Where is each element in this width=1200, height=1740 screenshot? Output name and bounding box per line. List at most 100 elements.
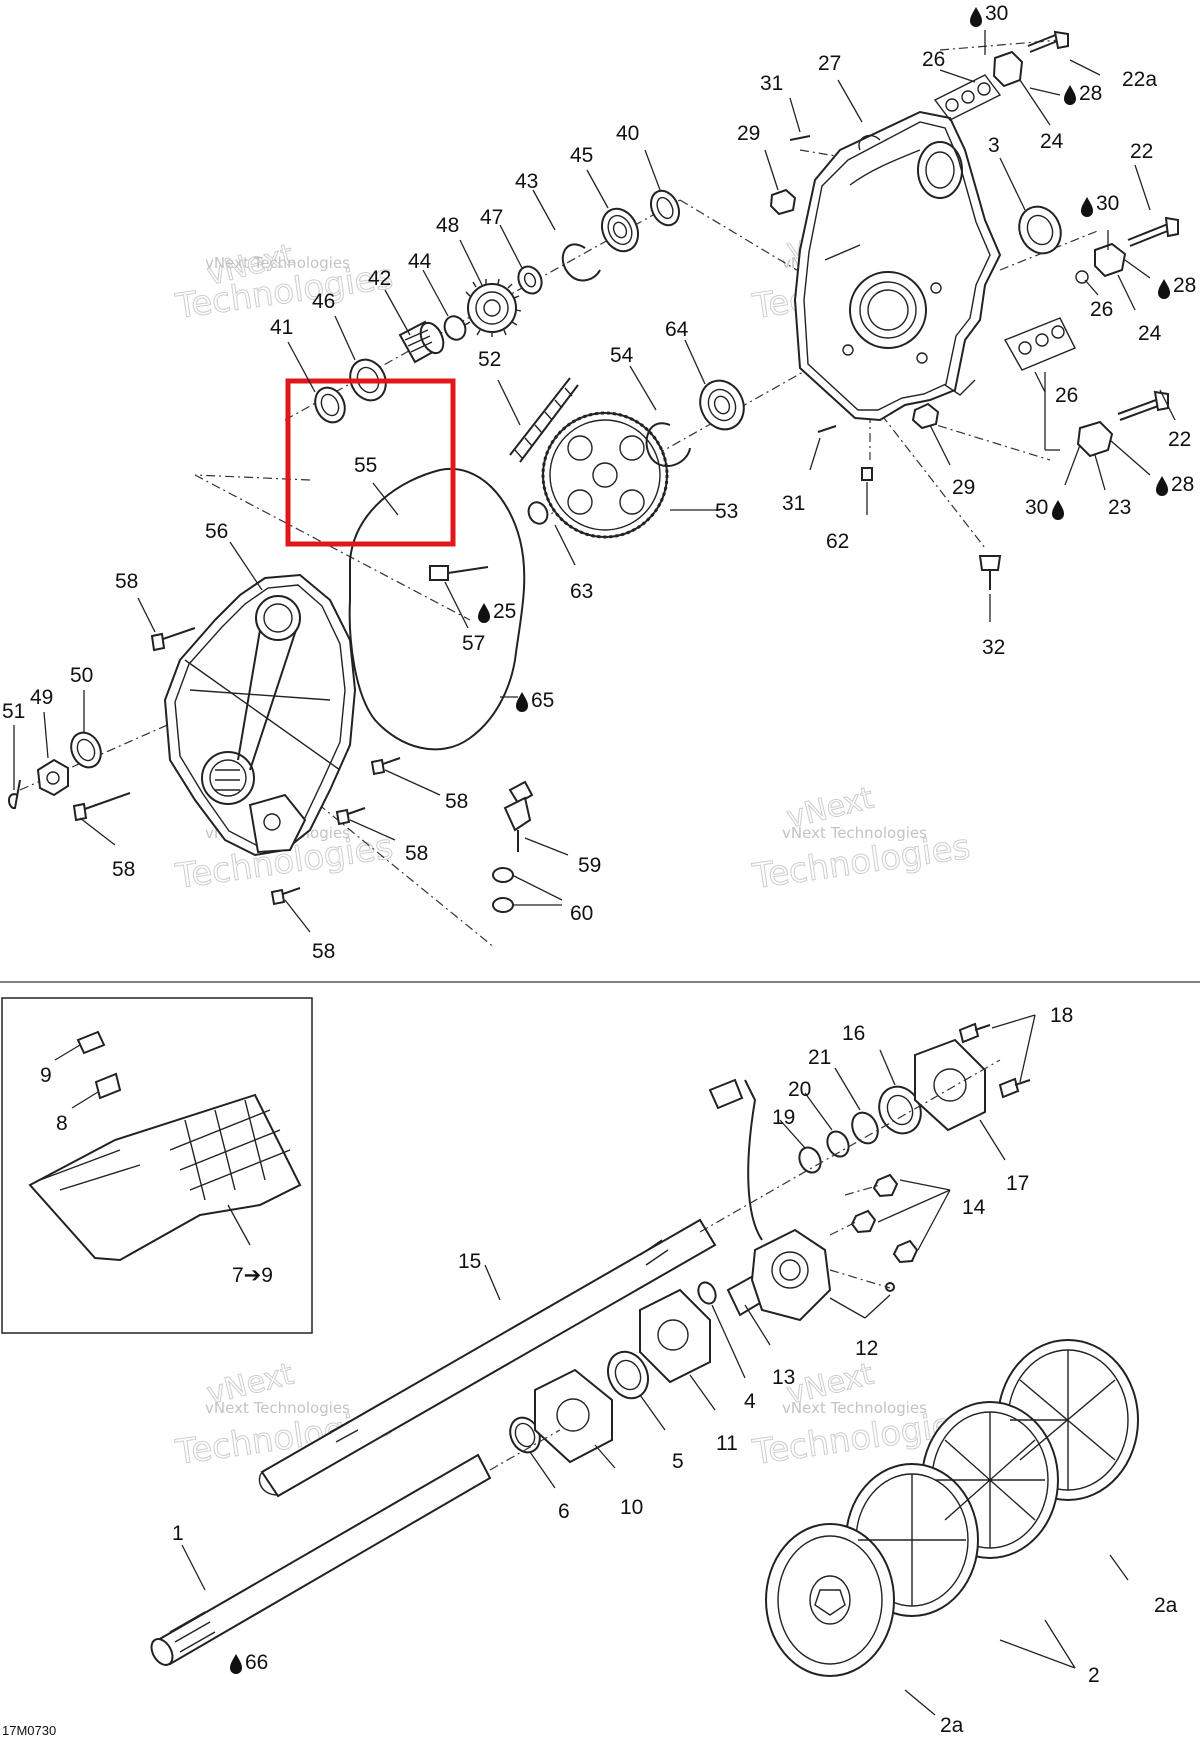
callout-56: 56 xyxy=(205,520,228,543)
callout-58: 58 xyxy=(405,842,428,865)
callout-58: 58 xyxy=(112,858,135,881)
callout-15: 15 xyxy=(458,1250,481,1273)
callout-25: 25 xyxy=(478,600,516,623)
gasket xyxy=(348,467,526,751)
callout-54: 54 xyxy=(610,344,634,367)
callout-48: 48 xyxy=(436,214,459,237)
callout-6: 6 xyxy=(558,1500,570,1523)
callout-58: 58 xyxy=(115,570,138,593)
chaincase-outer-housing xyxy=(793,110,1002,422)
callout-43: 43 xyxy=(515,170,538,193)
callout-2: 2 xyxy=(1088,1664,1100,1687)
callout-12: 12 xyxy=(855,1337,878,1360)
callout-22: 22 xyxy=(1130,140,1153,163)
shaft-components xyxy=(8,30,1179,913)
callout-46: 46 xyxy=(312,290,335,313)
callout-3: 3 xyxy=(988,134,1000,157)
callout-63: 63 xyxy=(570,580,593,603)
callout-51: 51 xyxy=(2,700,25,723)
watermark-text: vNext Technologies xyxy=(782,1399,927,1417)
callout-10: 10 xyxy=(620,1496,643,1519)
callout-9: 9 xyxy=(40,1064,52,1087)
callout-28: 28 xyxy=(1156,473,1194,496)
highlight-box xyxy=(285,378,456,547)
callout-55: 55 xyxy=(354,454,377,477)
leader-lines xyxy=(13,30,1176,1716)
callout-30: 30 xyxy=(1081,192,1119,217)
callout-20: 20 xyxy=(788,1078,811,1101)
callout-30: 30 xyxy=(970,2,1008,27)
drive-axle-components xyxy=(150,1022,1139,1677)
callout-40: 40 xyxy=(616,122,639,145)
callout-41: 41 xyxy=(270,316,293,339)
callout-26: 26 xyxy=(922,48,945,71)
callout-28: 28 xyxy=(1158,274,1196,299)
callout-53: 53 xyxy=(715,500,738,523)
svg-text:65: 65 xyxy=(531,689,554,712)
callout-42: 42 xyxy=(368,267,391,290)
callout-2a: 2a xyxy=(940,1714,964,1737)
callout-62: 62 xyxy=(826,530,849,553)
track-inset xyxy=(1,997,313,1334)
callout-21: 21 xyxy=(808,1046,831,1069)
callout-31: 31 xyxy=(760,72,783,95)
watermark-text: vNext Technologies xyxy=(205,254,350,272)
callout-50: 50 xyxy=(70,664,93,687)
callout-60: 60 xyxy=(570,902,593,925)
svg-text:28: 28 xyxy=(1079,82,1102,105)
callout-8: 8 xyxy=(56,1112,68,1135)
callout-17: 17 xyxy=(1006,1172,1029,1195)
assembly-centerlines-lower xyxy=(489,1059,1001,1471)
callout-19: 19 xyxy=(772,1106,795,1129)
callout-49: 49 xyxy=(30,686,53,709)
callout-24: 24 xyxy=(1138,322,1162,345)
callout-31: 31 xyxy=(782,492,805,515)
callout-24: 24 xyxy=(1040,130,1064,153)
callout-5: 5 xyxy=(672,1450,684,1473)
svg-text:28: 28 xyxy=(1171,473,1194,496)
callout-27: 27 xyxy=(818,52,841,75)
callout-4: 4 xyxy=(744,1390,756,1413)
callout-26: 26 xyxy=(1090,298,1113,321)
callout-29: 29 xyxy=(737,122,760,145)
callout-57: 57 xyxy=(462,632,485,655)
svg-text:30: 30 xyxy=(1025,496,1048,519)
svg-text:66: 66 xyxy=(245,1651,268,1674)
callout-30: 30 xyxy=(1025,496,1064,520)
callout-13: 13 xyxy=(772,1366,795,1389)
callout-18: 18 xyxy=(1050,1004,1073,1027)
svg-text:28: 28 xyxy=(1173,274,1196,297)
callout-65: 65 xyxy=(516,689,554,712)
callout-7to9: 7➔9 xyxy=(232,1264,273,1287)
callout-29: 29 xyxy=(952,476,975,499)
svg-text:30: 30 xyxy=(1096,192,1119,215)
callout-58: 58 xyxy=(312,940,335,963)
callout-2a: 2a xyxy=(1154,1594,1178,1617)
callout-1: 1 xyxy=(172,1522,184,1545)
callout-66: 66 xyxy=(230,1651,268,1674)
callout-32: 32 xyxy=(982,636,1005,659)
callout-59: 59 xyxy=(578,854,601,877)
callout-45: 45 xyxy=(570,144,593,167)
figure-code: 17M0730 xyxy=(2,1723,56,1738)
callout-22: 22 xyxy=(1168,428,1191,451)
callout-26: 26 xyxy=(1055,384,1078,407)
callout-14: 14 xyxy=(962,1196,986,1219)
chaincase-inner-cover xyxy=(163,573,357,857)
callout-23: 23 xyxy=(1108,496,1131,519)
callout-58: 58 xyxy=(445,790,468,813)
callout-44: 44 xyxy=(408,250,432,273)
watermark-text: vNext Technologies xyxy=(782,824,927,842)
callout-47: 47 xyxy=(480,206,503,229)
callout-64: 64 xyxy=(665,318,689,341)
svg-text:25: 25 xyxy=(493,600,516,623)
callout-22a: 22a xyxy=(1122,68,1157,91)
watermark-text: vNext Technologies xyxy=(205,1399,350,1417)
callout-11: 11 xyxy=(716,1432,738,1455)
svg-text:30: 30 xyxy=(985,2,1008,25)
callout-28: 28 xyxy=(1064,82,1102,105)
callout-52: 52 xyxy=(478,348,501,371)
callout-16: 16 xyxy=(842,1022,865,1045)
